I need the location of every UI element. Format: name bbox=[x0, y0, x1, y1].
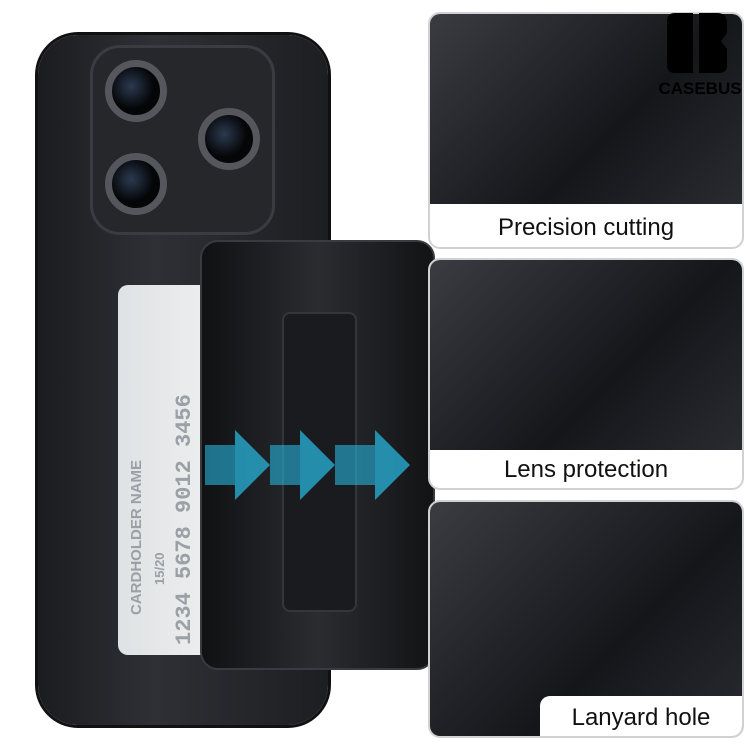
lens-photo bbox=[430, 260, 742, 450]
camera-module bbox=[90, 45, 275, 235]
arrow-shaft bbox=[205, 445, 235, 485]
camera-lens bbox=[105, 60, 167, 122]
arrow-right-icon bbox=[300, 430, 335, 500]
feature-panel-lens: Lens protection bbox=[428, 258, 744, 490]
svg-text:CASEBUS: CASEBUS bbox=[658, 79, 741, 98]
arrow-shaft bbox=[335, 445, 375, 485]
card-holder: CARDHOLDER NAME bbox=[128, 460, 145, 615]
card-number: 1234 5678 9012 3456 bbox=[172, 394, 197, 645]
feature-panel-cutting: Precision cutting bbox=[428, 12, 744, 249]
arrow-shaft bbox=[270, 445, 300, 485]
feature-label: Lanyard hole bbox=[540, 696, 742, 736]
feature-panel-lanyard: Lanyard hole bbox=[428, 500, 744, 738]
arrow-right-icon bbox=[375, 430, 410, 500]
card-expiry: 15/20 bbox=[152, 552, 167, 585]
casebus-logo: CASEBUS bbox=[658, 13, 742, 98]
camera-lens bbox=[105, 153, 167, 215]
feature-label: Precision cutting bbox=[497, 214, 675, 241]
feature-label: Lens protection bbox=[503, 456, 669, 483]
arrow-right-icon bbox=[235, 430, 270, 500]
camera-lens bbox=[198, 108, 260, 170]
